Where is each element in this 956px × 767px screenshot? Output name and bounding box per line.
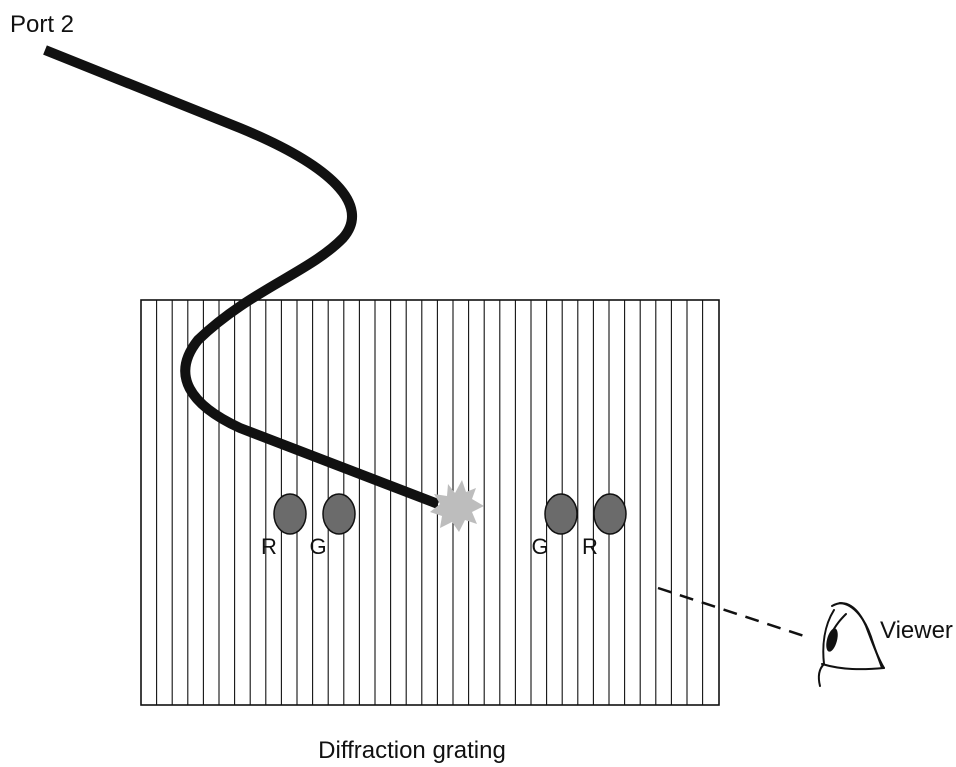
spot-red-right xyxy=(593,493,627,535)
eye-icon xyxy=(817,602,885,687)
spot-green-left xyxy=(322,493,356,535)
fiber-optic-cable xyxy=(43,45,440,509)
grating-caption: Diffraction grating xyxy=(318,737,506,764)
spot-label-green-right: G xyxy=(531,534,548,559)
spot-label-red-left: R xyxy=(261,534,277,559)
spot-label-red-right: R xyxy=(582,534,598,559)
spot-green-right xyxy=(544,493,578,535)
diffraction-spots: R G G R xyxy=(261,493,627,559)
line-of-sight xyxy=(657,586,811,640)
spot-red-left xyxy=(273,493,307,535)
starburst-light-icon xyxy=(430,480,484,532)
port-label: Port 2 xyxy=(10,11,74,38)
viewer-label: Viewer xyxy=(880,617,953,644)
spot-label-green-left: G xyxy=(309,534,326,559)
